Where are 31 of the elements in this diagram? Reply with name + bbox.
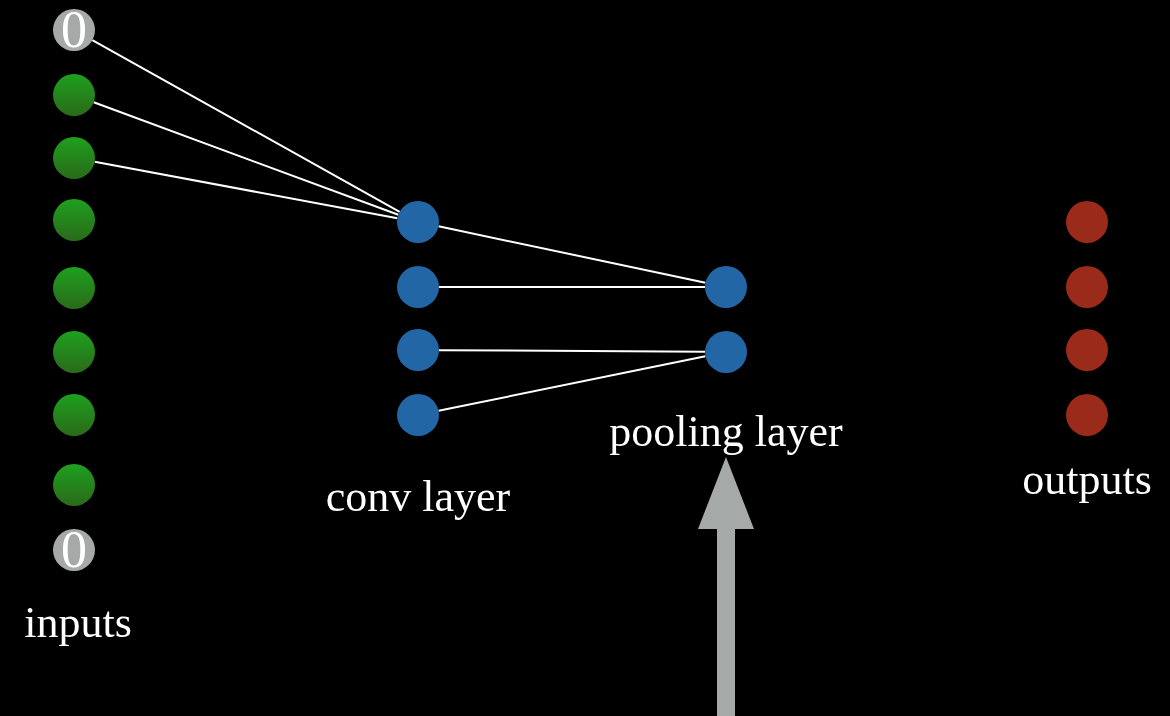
neuron-circle xyxy=(1066,266,1108,308)
layer-label: inputs xyxy=(24,598,132,648)
connection-line xyxy=(438,286,706,288)
neuron-circle xyxy=(53,267,95,309)
neuron-circle xyxy=(53,74,95,116)
connection-line xyxy=(437,355,707,412)
neuron-circle xyxy=(53,464,95,506)
neuron-circle xyxy=(397,394,439,436)
neuron-circle xyxy=(53,199,95,241)
neuron-circle xyxy=(53,331,95,373)
neuron-circle xyxy=(53,394,95,436)
neuron-circle xyxy=(397,201,439,243)
layer-label: conv layer xyxy=(325,472,511,522)
neuron-circle xyxy=(53,137,95,179)
bias-node: 0 xyxy=(53,9,95,51)
connection-line xyxy=(93,160,399,220)
neuron-circle xyxy=(705,331,747,373)
connection-line xyxy=(91,39,401,213)
connection-line xyxy=(92,101,400,216)
neuron-circle xyxy=(1066,201,1108,243)
connection-line xyxy=(438,349,706,353)
neuron-circle xyxy=(705,266,747,308)
neuron-circle xyxy=(397,266,439,308)
neuron-circle xyxy=(1066,329,1108,371)
neuron-circle xyxy=(1066,394,1108,436)
layer-label: outputs xyxy=(1022,455,1152,505)
bias-node: 0 xyxy=(53,529,95,571)
connection-line xyxy=(437,225,707,284)
layer-label: pooling layer xyxy=(609,407,843,457)
neuron-circle xyxy=(397,329,439,371)
block-arrow xyxy=(698,457,754,716)
